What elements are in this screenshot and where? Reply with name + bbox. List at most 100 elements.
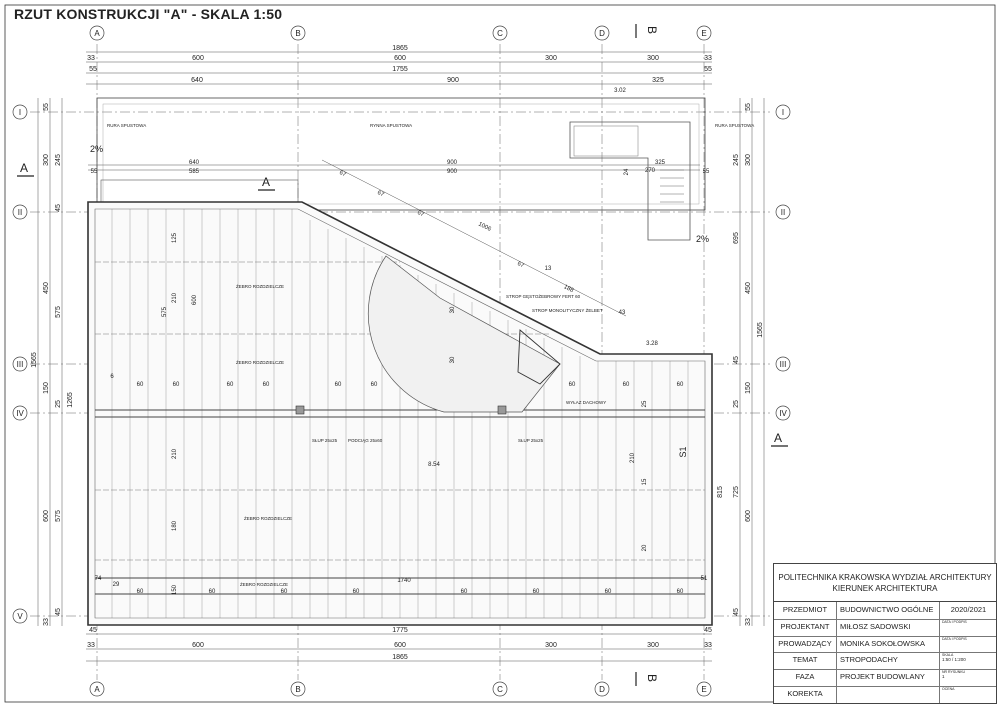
- titleblock-cell: SKALA 1:50 / 1:200: [939, 652, 997, 670]
- titleblock-value: PROJEKT BUDOWLANY: [840, 672, 925, 682]
- inner-dim: 3.02: [614, 88, 626, 94]
- titleblock-cell: 2020/2021: [939, 602, 997, 619]
- dim-left: 575: [55, 510, 62, 522]
- dim-left: 450: [43, 282, 50, 294]
- label-strop-mono: STROP MONOLITYCZNY ŻELBET: [532, 307, 603, 313]
- titleblock-label: TEMAT: [774, 652, 837, 670]
- inner-dim: 325: [655, 160, 666, 166]
- inner-dim: 30: [450, 356, 456, 363]
- inner-dim: 210: [172, 448, 178, 459]
- axis-label-iv-left: IV: [16, 409, 24, 418]
- dim-right: 45: [733, 608, 740, 616]
- inner-dim: 74: [95, 576, 102, 582]
- inner-dim: 60: [605, 589, 612, 595]
- titleblock-label: PROWADZĄCY: [774, 635, 837, 653]
- axis-label-i-right: I: [782, 108, 784, 117]
- axis-label-d-bottom: D: [599, 685, 605, 694]
- dim-bottom-row1: 45: [89, 627, 97, 634]
- axis-label-v-left: V: [17, 612, 23, 621]
- inner-dim: 30: [450, 306, 456, 313]
- dim-top-row2: 33: [704, 55, 712, 62]
- axis-bubble: [89, 681, 105, 697]
- titleblock-cell: DATA I PODPIS: [939, 635, 997, 653]
- titleblock-value: STROPODACHY: [840, 655, 898, 665]
- axis-label-d-top: D: [599, 29, 605, 38]
- slope-marker: 2%: [90, 144, 103, 154]
- inner-dim: 3.28: [646, 341, 658, 347]
- dim-top-row4: 325: [652, 77, 664, 84]
- axis-bubble: [594, 25, 610, 41]
- label-slup: SŁUP 25x25: [312, 438, 338, 443]
- dim-left: 25: [55, 400, 62, 408]
- inner-dim: 1006: [477, 221, 492, 233]
- axis-label-ii-left: II: [18, 208, 22, 217]
- titleblock-label: PRZEDMIOT: [774, 602, 837, 619]
- label-wylaz: WYŁAZ DACHOWY: [566, 400, 606, 405]
- axis-label-b-top: B: [295, 29, 300, 38]
- inner-dim: 60: [569, 382, 576, 388]
- inner-dim: 575: [162, 306, 168, 317]
- dim-left: 1265: [67, 392, 74, 408]
- titleblock-value: BUDOWNICTWO OGÓLNE: [840, 605, 934, 614]
- label-slup: SŁUP 25x25: [518, 438, 544, 443]
- inner-dim: 24: [624, 168, 630, 175]
- titleblock-row-designer: PROJEKTANT MIŁOSZ SADOWSKI DATA I PODPIS: [774, 618, 996, 637]
- inner-dim: 60: [677, 589, 684, 595]
- axis-label-iii-left: III: [17, 360, 24, 369]
- dim-right: 45: [733, 356, 740, 364]
- axis-label-b-bottom: B: [295, 685, 300, 694]
- label-podciag: PODCIĄG 25x60: [348, 438, 383, 443]
- axis-bubble: [290, 681, 306, 697]
- dim-top-row2: 33: [87, 55, 95, 62]
- slope-marker: 2%: [696, 234, 709, 244]
- label-zebro: ŻEBRO ROZDZIELCZE: [240, 581, 288, 587]
- axis-label-e-top: E: [701, 29, 706, 38]
- inner-dim: 270: [645, 168, 656, 174]
- inner-dim: 60: [281, 589, 288, 595]
- axis-label-i-left: I: [19, 108, 21, 117]
- dim-top-row2: 300: [647, 55, 659, 62]
- institution-name: POLITECHNIKA KRAKOWSKA WYDZIAŁ ARCHITEKT…: [778, 573, 992, 582]
- inner-dim: 60: [227, 382, 234, 388]
- skylight-box: [573, 125, 639, 157]
- inner-dim: 60: [371, 382, 378, 388]
- inner-dim: 210: [172, 292, 178, 303]
- dim-left: 245: [55, 154, 62, 166]
- axis-bubble: [12, 608, 28, 624]
- inner-dim: 60: [137, 382, 144, 388]
- inner-dim: 8.54: [428, 462, 440, 468]
- roof-upper-inner: [102, 103, 700, 205]
- axis-bubble: [290, 25, 306, 41]
- dim-top-row2: 600: [394, 55, 406, 62]
- titleblock-label: FAZA: [774, 669, 837, 686]
- column: [497, 405, 507, 415]
- section-mark-b-top: B: [645, 26, 659, 34]
- axis-bubble: [594, 681, 610, 697]
- label-rura-right: RURA SPUSTOWA: [715, 123, 754, 128]
- inner-dim: 640: [189, 160, 200, 166]
- dim-bottom-row1: 45: [704, 627, 712, 634]
- axis-bubbles-top: [12, 25, 791, 697]
- dim-top-row2: 600: [192, 55, 204, 62]
- axis-bubble: [775, 356, 791, 372]
- dim-left: 150: [43, 382, 50, 394]
- axis-bubble: [696, 681, 712, 697]
- dim-right: 150: [745, 382, 752, 394]
- inner-dim: 67: [338, 170, 347, 179]
- titleblock-cell: NR RYSUNKU 1: [939, 669, 997, 686]
- title-block-header: POLITECHNIKA KRAKOWSKA WYDZIAŁ ARCHITEKT…: [774, 564, 996, 602]
- label-rynna: RYNNA SPUSTOWA: [370, 123, 412, 128]
- dim-right: 55: [745, 103, 752, 111]
- inner-dim: 15: [642, 478, 648, 485]
- inner-dim: 60: [173, 382, 180, 388]
- inner-dim: 60: [677, 382, 684, 388]
- dim-left: 575: [55, 306, 62, 318]
- dim-top-row3: 1755: [392, 66, 408, 73]
- dim-right: 600: [745, 510, 752, 522]
- titleblock-row-subject: PRZEDMIOT BUDOWNICTWO OGÓLNE 2020/2021: [774, 602, 996, 620]
- dim-left: 300: [43, 154, 50, 166]
- inner-dim: 51: [701, 576, 708, 582]
- axis-bubble: [492, 25, 508, 41]
- dim-right: 725: [733, 486, 740, 498]
